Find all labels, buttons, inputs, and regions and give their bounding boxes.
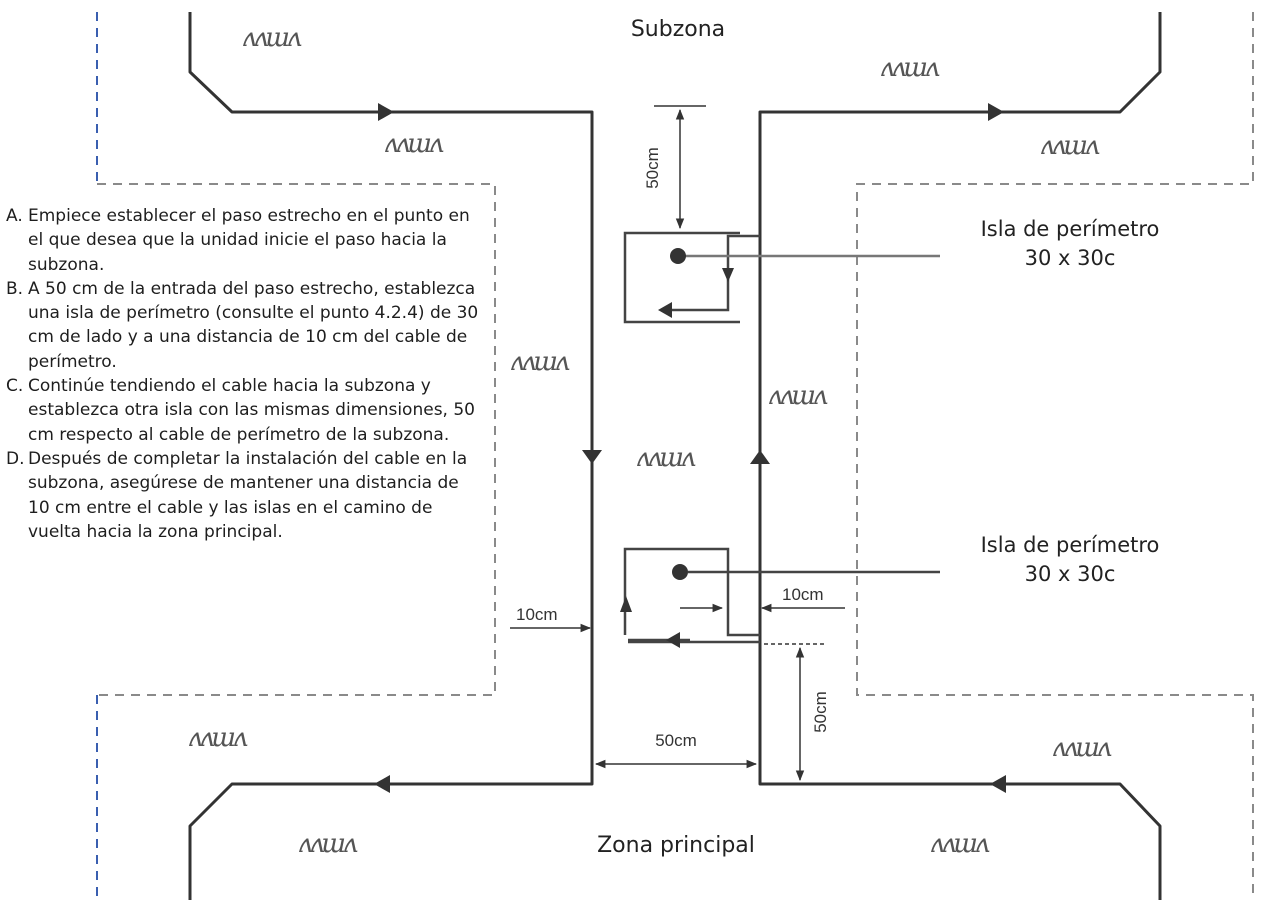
island-top-arrow-down [722,268,734,282]
island-bottom-outline [623,547,760,637]
arrow-top-left-right [378,103,394,121]
island-top-label-line1: Isla de perímetro [981,217,1160,241]
step-b: B. A 50 cm de la entrada del paso estrec… [6,277,480,374]
cable-direction-arrows [374,103,1006,793]
island-bottom-label-line2: 30 x 30c [1025,562,1116,586]
dashed-lawn-boundaries [96,12,1254,900]
grass-mark: ʌʌɯʌ [1052,733,1112,763]
island-top-inner-loop [668,234,760,312]
step-d: D. Después de completar la instalación d… [6,447,480,544]
island-bottom-label-line1: Isla de perímetro [981,533,1160,557]
step-a: A. Empiece establecer el paso estrecho e… [6,204,480,277]
installation-steps-list: A. Empiece establecer el paso estrecho e… [6,204,480,544]
grass-mark: ʌʌɯʌ [242,23,302,53]
step-text: A 50 cm de la entrada del paso estrecho,… [28,278,479,372]
perimeter-island-top [623,231,940,324]
island-top-outline [623,231,740,324]
arrow-bottom-left-left [374,775,390,793]
island-bottom-arrow-left [666,632,680,648]
island-bottom-peg [672,564,688,580]
subzone-label: Subzona [631,17,725,42]
step-text: Después de completar la instalación del … [28,448,468,542]
perimeter-cable [188,12,1162,900]
arrow-left-down [582,450,602,464]
arrow-right-up [750,450,770,464]
grass-mark: ʌʌɯʌ [510,347,570,377]
arrow-top-right-right [988,103,1004,121]
step-letter: D. [6,448,25,469]
boundary-top-right [856,12,1254,900]
grass-mark: ʌʌɯʌ [298,829,358,859]
dim-passage-width-label: 50cm [655,731,697,750]
step-letter: C. [6,376,24,397]
perimeter-island-bottom [623,547,940,644]
island-top-arrow-left [658,302,672,318]
grass-marks: ʌʌɯʌ ʌʌɯʌ ʌʌɯʌ ʌʌɯʌ ʌʌɯʌ ʌʌɯʌ ʌʌɯʌ ʌʌɯʌ … [188,23,1115,859]
island-top-peg [670,248,686,264]
boundary-top-left-horizontal [97,183,496,696]
cable-right-path [758,12,1162,900]
arrow-bottom-right-left [990,775,1006,793]
dim-left-gap-label: 10cm [516,605,558,624]
grass-mark: ʌʌɯʌ [768,381,828,411]
step-text: Empiece establecer el paso estrecho en e… [28,206,470,275]
grass-mark: ʌʌɯʌ [188,723,248,753]
dim-top-vertical-label: 50cm [643,147,662,189]
grass-mark: ʌʌɯʌ [1040,131,1100,161]
island-top-label-line2: 30 x 30c [1025,246,1116,270]
grass-mark: ʌʌɯʌ [930,829,990,859]
step-letter: A. [6,206,23,226]
island-bottom-arrow-up [620,596,632,612]
dim-right-gap-label: 10cm [782,585,824,604]
grass-mark: ʌʌɯʌ [636,443,696,473]
grass-mark: ʌʌɯʌ [880,53,940,83]
grass-mark: ʌʌɯʌ [384,129,444,159]
step-c: C. Continúe tendiendo el cable hacia la … [6,374,480,447]
step-letter: B. [6,278,24,299]
main-zone-label: Zona principal [597,833,755,858]
cable-left-path [188,12,594,900]
dimension-lines [510,105,845,782]
step-text: Continúe tendiendo el cable hacia la sub… [28,376,475,445]
dim-bottom-vertical-label: 50cm [811,691,830,733]
